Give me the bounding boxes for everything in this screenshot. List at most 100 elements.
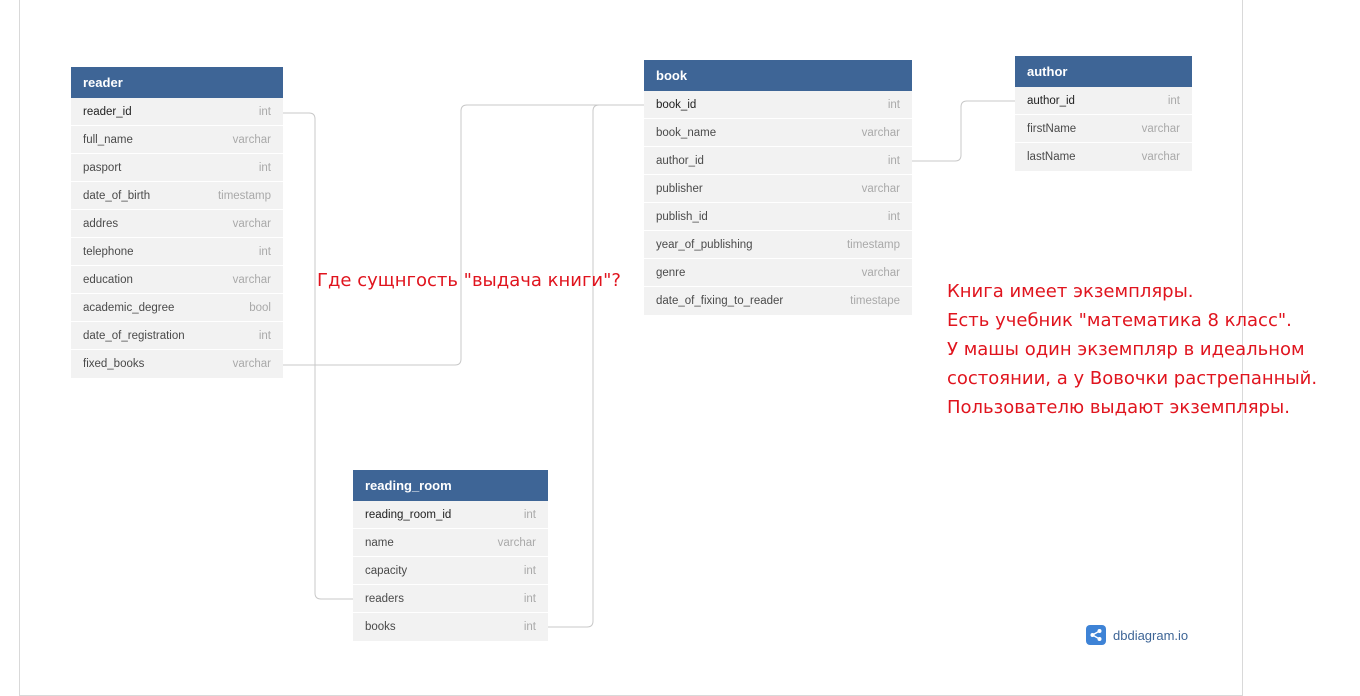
field-name: genre	[656, 266, 686, 279]
field-name: lastName	[1027, 151, 1076, 163]
table-field[interactable]: author_id int	[644, 147, 912, 175]
field-name: fixed_books	[83, 358, 145, 370]
connector-reading-room-books-to-book-id	[548, 104, 644, 628]
table-field[interactable]: education varchar	[71, 266, 283, 294]
connector-reader-fixed-books-to-book-id	[283, 104, 644, 366]
field-type: int	[887, 210, 900, 223]
field-type: varchar	[232, 133, 271, 146]
field-type: int	[258, 329, 271, 342]
connector-reader-id-to-reading-room-readers	[283, 112, 353, 600]
field-type: int	[1167, 94, 1180, 107]
table-field[interactable]: books int	[353, 613, 548, 641]
connector-book-author-id-to-author-id	[912, 100, 1015, 162]
table-field[interactable]: year_of_publishing timestamp	[644, 231, 912, 259]
field-name: reader_id	[83, 105, 132, 118]
field-name: date_of_birth	[83, 189, 151, 202]
field-type: int	[258, 245, 271, 258]
field-type: int	[523, 564, 536, 577]
field-name: books	[365, 621, 396, 633]
field-name: author_id	[656, 154, 704, 167]
field-name: pasport	[83, 161, 122, 174]
brand-name: dbdiagram.io	[1113, 627, 1189, 643]
field-type: int	[523, 621, 536, 633]
table-field[interactable]: reading_room_id int	[353, 501, 548, 529]
table-field[interactable]: genre varchar	[644, 259, 912, 287]
dbdiagram-brand[interactable]: dbdiagram.io	[1086, 625, 1188, 645]
question-note: Где сущнгость "выдача книги"?	[317, 270, 621, 291]
field-type: varchar	[232, 217, 271, 230]
table-field[interactable]: publish_id int	[644, 203, 912, 231]
field-name: publish_id	[656, 210, 708, 223]
table-field[interactable]: book_id int	[644, 91, 912, 119]
explanation-note: Книга имеет экземпляры. Есть учебник "ма…	[947, 277, 1317, 422]
field-type: int	[523, 592, 536, 605]
table-field[interactable]: readers int	[353, 585, 548, 613]
table-field[interactable]: capacity int	[353, 557, 548, 585]
table-field[interactable]: reader_id int	[71, 98, 283, 126]
field-type: timestamp	[217, 189, 271, 202]
table-field[interactable]: date_of_registration int	[71, 322, 283, 350]
table-header[interactable]: book	[644, 60, 912, 91]
field-type: timestamp	[846, 238, 900, 251]
table-field[interactable]: firstName varchar	[1015, 115, 1192, 143]
table-field[interactable]: date_of_birth timestamp	[71, 182, 283, 210]
field-type: varchar	[861, 182, 900, 195]
table-field[interactable]: publisher varchar	[644, 175, 912, 203]
table-field[interactable]: fixed_books varchar	[71, 350, 283, 378]
table-field[interactable]: name varchar	[353, 529, 548, 557]
field-type: varchar	[232, 358, 271, 370]
table-header[interactable]: author	[1015, 56, 1192, 87]
field-type: varchar	[1141, 151, 1180, 163]
table-header[interactable]: reader	[71, 67, 283, 98]
field-type: int	[258, 161, 271, 174]
field-type: timestape	[850, 295, 900, 307]
field-type: int	[887, 154, 900, 167]
field-name: academic_degree	[83, 301, 175, 314]
field-name: firstName	[1027, 122, 1077, 135]
field-name: reading_room_id	[365, 508, 452, 521]
explanation-line: состоянии, а у Вовочки растрепанный.	[947, 368, 1318, 389]
field-name: capacity	[365, 564, 408, 577]
explanation-line: Есть учебник "математика 8 класс".	[947, 310, 1292, 331]
share-icon	[1086, 625, 1106, 645]
field-type: bool	[249, 301, 271, 314]
field-name: publisher	[656, 182, 703, 195]
explanation-line: У машы один экземпляр в идеальном	[947, 339, 1305, 360]
field-name: readers	[365, 592, 404, 605]
table-field[interactable]: lastName varchar	[1015, 143, 1192, 171]
table-field[interactable]: book_name varchar	[644, 119, 912, 147]
field-name: name	[365, 536, 394, 549]
field-type: int	[523, 508, 536, 521]
table-field[interactable]: date_of_fixing_to_reader timestape	[644, 287, 912, 315]
table-field[interactable]: full_name varchar	[71, 126, 283, 154]
field-name: addres	[83, 217, 119, 230]
table-field[interactable]: author_id int	[1015, 87, 1192, 115]
field-name: author_id	[1027, 94, 1075, 107]
field-type: int	[258, 105, 271, 118]
explanation-line: Пользователю выдают экземпляры.	[947, 397, 1290, 418]
field-type: varchar	[497, 536, 536, 549]
field-type: varchar	[861, 266, 900, 279]
explanation-line: Книга имеет экземпляры.	[947, 281, 1194, 302]
field-name: date_of_registration	[83, 329, 185, 342]
table-header[interactable]: reading_room	[353, 470, 548, 501]
field-name: book_id	[656, 98, 697, 111]
field-name: date_of_fixing_to_reader	[656, 295, 784, 307]
table-author[interactable]: author author_id int firstName varchar las…	[1015, 56, 1192, 171]
field-type: varchar	[1141, 122, 1180, 135]
field-name: education	[83, 273, 133, 286]
field-type: varchar	[861, 126, 900, 139]
field-name: year_of_publishing	[656, 238, 753, 251]
field-type: varchar	[232, 273, 271, 286]
field-type: int	[887, 98, 900, 111]
table-field[interactable]: pasport int	[71, 154, 283, 182]
table-field[interactable]: academic_degree bool	[71, 294, 283, 322]
field-name: book_name	[656, 126, 717, 139]
field-name: full_name	[83, 133, 133, 146]
table-field[interactable]: addres varchar	[71, 210, 283, 238]
